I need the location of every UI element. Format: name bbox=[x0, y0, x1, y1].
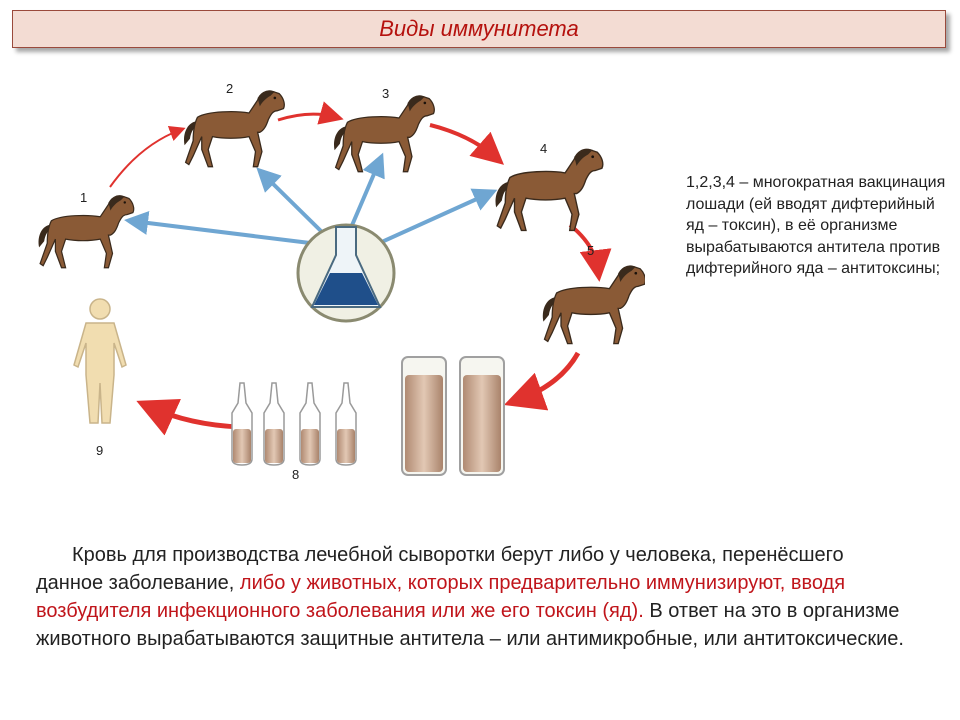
horse-3-icon bbox=[333, 95, 435, 173]
body-paragraph: Кровь для производства лечебной сыворотк… bbox=[36, 541, 916, 653]
serum-tubes-icon bbox=[401, 356, 505, 476]
label-3: 3 bbox=[382, 86, 389, 101]
body-text-tail: В ответ на это в организме животного выр… bbox=[36, 600, 904, 650]
label-1: 1 bbox=[80, 190, 87, 205]
side-note: 1,2,3,4 – многократная вакцинация лошади… bbox=[686, 174, 946, 277]
red-arrow bbox=[503, 351, 581, 411]
label-9: 9 bbox=[96, 443, 103, 458]
label-4: 4 bbox=[540, 141, 547, 156]
red-arrow bbox=[277, 101, 344, 125]
ampoules-icon bbox=[231, 382, 357, 466]
slide-title-bar: Виды иммунитета bbox=[12, 10, 946, 48]
body-text-red: либо у животных, которых предварительно … bbox=[36, 572, 846, 622]
blue-arrow bbox=[124, 211, 311, 245]
blue-arrow bbox=[348, 152, 385, 231]
red-arrow bbox=[136, 399, 241, 436]
label-5: 5 bbox=[587, 243, 594, 258]
label-2: 2 bbox=[226, 81, 233, 96]
horse-1-icon bbox=[37, 195, 135, 269]
horse-2-icon bbox=[183, 90, 285, 168]
blue-arrow bbox=[374, 188, 498, 247]
body-text-black: Кровь для производства лечебной сыворотк… bbox=[36, 544, 844, 594]
horse-4-icon bbox=[494, 148, 604, 232]
human-figure-icon bbox=[73, 298, 127, 424]
label-8: 8 bbox=[292, 467, 299, 482]
horse-5-icon bbox=[542, 265, 645, 345]
immunization-figure: 1 2 3 4 5 8 9 bbox=[37, 81, 645, 482]
blue-arrow bbox=[256, 167, 327, 237]
slide-title: Виды иммунитета bbox=[379, 16, 579, 41]
flask-icon bbox=[296, 223, 396, 323]
red-arrow bbox=[109, 126, 186, 188]
red-arrow bbox=[429, 123, 505, 165]
